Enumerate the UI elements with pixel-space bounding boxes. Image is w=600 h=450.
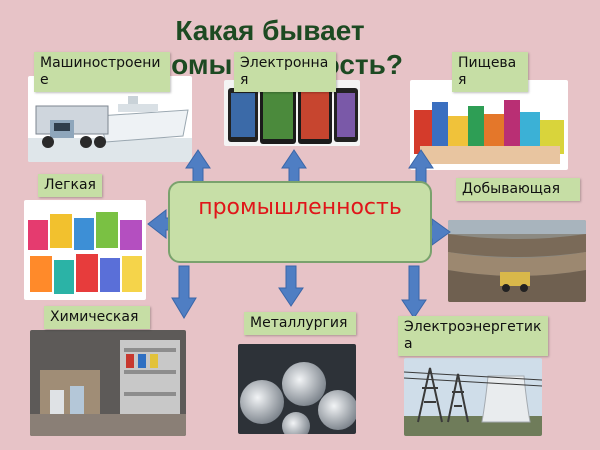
metallurgy-photo	[238, 344, 356, 434]
power-photo	[404, 358, 542, 436]
center-industry-box: промышленность	[168, 181, 432, 263]
light-industry-photo	[24, 200, 146, 300]
arrow-down-chemical	[171, 265, 197, 319]
label-power-industry: Электроэнергетика	[398, 316, 548, 356]
food-photo	[410, 80, 568, 170]
label-electronic: Электронная	[234, 52, 336, 92]
arrow-down-power	[401, 265, 427, 319]
arrow-down-metallurgy	[278, 265, 304, 307]
chemical-photo	[30, 330, 186, 436]
mining-photo	[448, 220, 586, 302]
label-metallurgy: Металлургия	[244, 312, 356, 335]
label-machine-building: Машиностроение	[34, 52, 170, 92]
label-light-industry: Легкая	[38, 174, 102, 197]
label-chemical: Химическая	[44, 306, 150, 329]
label-food: Пищевая	[452, 52, 528, 92]
label-mining: Добывающая	[456, 178, 580, 201]
electronic-photo	[224, 80, 360, 146]
